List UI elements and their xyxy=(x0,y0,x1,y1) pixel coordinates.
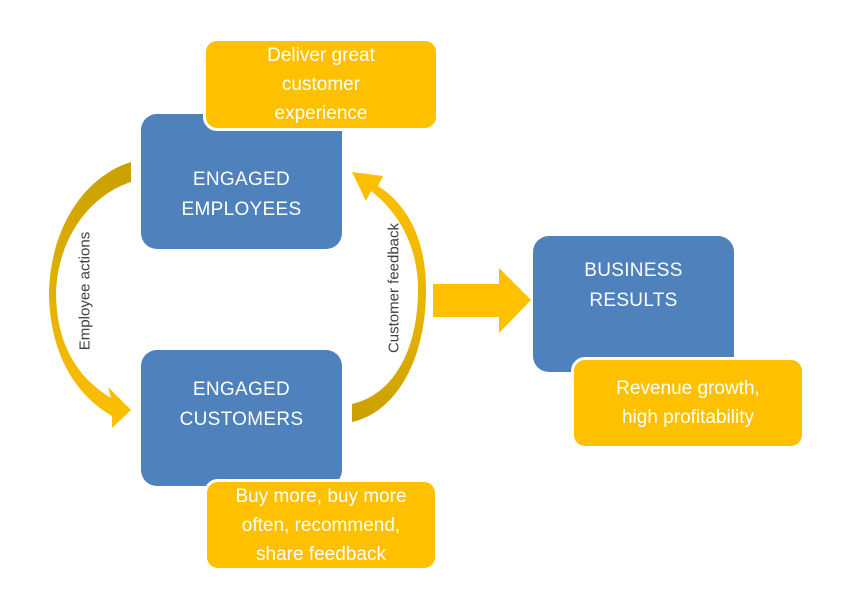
edge-label-customer-feedback: Customer feedback xyxy=(385,222,403,354)
edge-label-employee-actions: Employee actions xyxy=(76,231,94,351)
node-engaged-customers-label: ENGAGED CUSTOMERS xyxy=(179,379,304,430)
node-engaged-customers: ENGAGED CUSTOMERS xyxy=(141,350,342,486)
callout-customers-note-label: Buy more, buy more often, recommend, sha… xyxy=(235,485,407,565)
node-business-results: BUSINESS RESULTS xyxy=(533,236,734,372)
node-business-results-label: BUSINESS RESULTS xyxy=(584,260,683,311)
callout-customers-note: Buy more, buy more often, recommend, sha… xyxy=(204,479,438,571)
node-engaged-employees: ENGAGED EMPLOYEES xyxy=(141,114,342,249)
callout-employees-note: Deliver great customer experience xyxy=(203,38,439,131)
callout-employees-note-label: Deliver great customer experience xyxy=(267,45,375,124)
callout-results-note: Revenue growth, high profitability xyxy=(571,357,805,449)
customer-feedback-arrow xyxy=(352,172,426,422)
node-engaged-employees-label: ENGAGED EMPLOYEES xyxy=(181,168,302,220)
to-results-arrow xyxy=(433,268,531,333)
employee-actions-arrow xyxy=(49,162,131,428)
callout-results-note-label: Revenue growth, high profitability xyxy=(616,378,760,428)
